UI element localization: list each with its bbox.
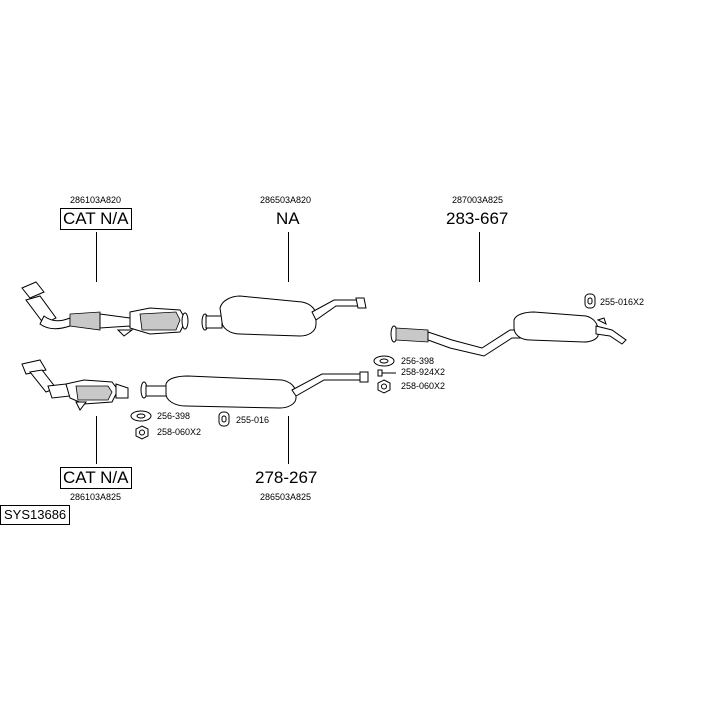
- cat-top-leader-line: [96, 232, 97, 282]
- middle-top-leader-line: [288, 232, 289, 282]
- mid-nut-icon: [135, 425, 149, 440]
- cat-top-oem-number: 286103A820: [70, 195, 122, 205]
- rear-gasket-icon: [373, 355, 395, 367]
- rear-nut-icon: [377, 379, 391, 394]
- cat-bottom-leader-line: [96, 416, 97, 464]
- rear-silencer-drawing: [390, 311, 627, 357]
- mid-nut-label: 258-060X2: [157, 427, 202, 437]
- rear-part-label: 283-667: [446, 209, 509, 228]
- middle-top-part-label: NA: [276, 209, 300, 228]
- rear-gasket-label: 256-398: [401, 356, 435, 366]
- cat-converter-top-drawing: [21, 281, 189, 337]
- middle-top-oem-number: 286503A820: [260, 195, 312, 205]
- middle-bottom-part-label: 278-267: [255, 468, 318, 487]
- mid-hanger-icon: [218, 411, 230, 427]
- rear-hanger-label: 255-016X2: [600, 297, 645, 307]
- cat-top-part-label: CAT N/A: [60, 208, 132, 230]
- rear-hanger-icon: [584, 293, 596, 309]
- rear-bolt-icon: [377, 369, 396, 377]
- middle-silencer-bottom-drawing: [140, 371, 369, 409]
- mid-hanger-label: 255-016: [236, 415, 270, 425]
- mid-gasket-icon: [130, 410, 152, 422]
- middle-silencer-top-drawing: [201, 295, 367, 337]
- rear-oem-number: 287003A825: [452, 195, 504, 205]
- system-code: SYS13686: [0, 505, 71, 525]
- middle-bottom-leader-line: [288, 416, 289, 464]
- rear-nut-label: 258-060X2: [401, 381, 446, 391]
- mid-gasket-label: 256-398: [157, 411, 191, 421]
- cat-bottom-part-label: CAT N/A: [60, 467, 132, 489]
- rear-bolt-label: 258-924X2: [401, 367, 446, 377]
- middle-bottom-oem-number: 286503A825: [260, 492, 312, 502]
- cat-converter-bottom-drawing: [21, 359, 129, 411]
- cat-bottom-oem-number: 286103A825: [70, 492, 122, 502]
- rear-leader-line: [479, 232, 480, 282]
